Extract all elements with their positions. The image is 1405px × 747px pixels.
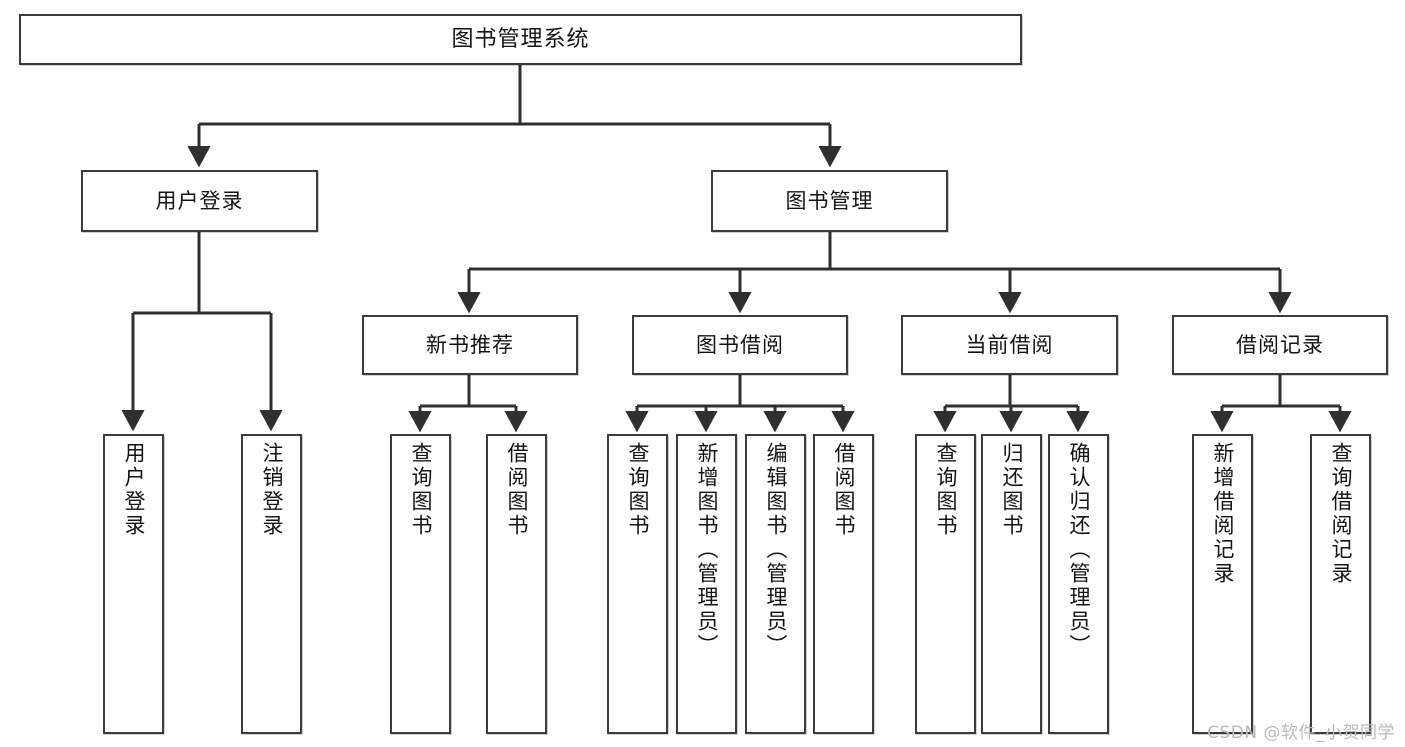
node-leaf-edit-book[interactable]: 编辑图书（管理员）: [745, 434, 806, 734]
node-current-borrow-label: 当前借阅: [965, 332, 1054, 357]
node-leaf-user-login-label: 用户登录: [122, 442, 146, 538]
node-current-borrow[interactable]: 当前借阅: [901, 315, 1118, 375]
node-leaf-confirm-return-label: 确认归还（管理员）: [1067, 442, 1091, 658]
node-leaf-query-record[interactable]: 查询借阅记录: [1310, 434, 1371, 734]
node-leaf-query-book-1[interactable]: 查询图书: [390, 434, 451, 734]
node-leaf-user-login[interactable]: 用户登录: [103, 434, 164, 734]
node-leaf-user-logout[interactable]: 注销登录: [241, 434, 302, 734]
node-leaf-borrow-book-1[interactable]: 借阅图书: [486, 434, 547, 734]
node-leaf-query-book-3-label: 查询图书: [934, 442, 958, 538]
node-leaf-query-book-3[interactable]: 查询图书: [915, 434, 976, 734]
node-book-manage[interactable]: 图书管理: [711, 170, 948, 232]
node-leaf-return-book[interactable]: 归还图书: [981, 434, 1042, 734]
node-root-label: 图书管理系统: [451, 26, 590, 52]
node-leaf-return-book-label: 归还图书: [1000, 442, 1024, 538]
node-leaf-add-book[interactable]: 新增图书（管理员）: [676, 434, 737, 734]
node-leaf-query-record-label: 查询借阅记录: [1329, 442, 1353, 586]
node-user-login[interactable]: 用户登录: [81, 170, 318, 232]
node-leaf-query-book-2-label: 查询图书: [626, 442, 650, 538]
node-leaf-borrow-book-1-label: 借阅图书: [505, 442, 529, 538]
node-leaf-borrow-book-2[interactable]: 借阅图书: [813, 434, 874, 734]
node-user-login-label: 用户登录: [155, 188, 244, 213]
node-new-book-recommend-label: 新书推荐: [426, 332, 514, 357]
node-new-book-recommend[interactable]: 新书推荐: [362, 315, 578, 375]
node-leaf-query-book-2[interactable]: 查询图书: [607, 434, 668, 734]
node-leaf-user-logout-label: 注销登录: [260, 442, 284, 538]
node-leaf-add-record-label: 新增借阅记录: [1211, 442, 1235, 586]
node-leaf-query-book-1-label: 查询图书: [409, 442, 433, 538]
node-leaf-borrow-book-2-label: 借阅图书: [832, 442, 856, 538]
node-book-borrow-label: 图书借阅: [696, 332, 784, 357]
node-leaf-add-record[interactable]: 新增借阅记录: [1192, 434, 1253, 734]
node-root[interactable]: 图书管理系统: [19, 14, 1022, 65]
node-book-manage-label: 图书管理: [785, 188, 874, 213]
watermark-text: CSDN @软件_小贺同学: [1207, 723, 1395, 743]
node-leaf-add-book-label: 新增图书（管理员）: [695, 442, 719, 658]
node-book-borrow[interactable]: 图书借阅: [632, 315, 848, 375]
node-borrow-record-label: 借阅记录: [1236, 332, 1324, 357]
node-leaf-edit-book-label: 编辑图书（管理员）: [764, 442, 788, 658]
node-leaf-confirm-return[interactable]: 确认归还（管理员）: [1048, 434, 1109, 734]
node-borrow-record[interactable]: 借阅记录: [1172, 315, 1388, 375]
